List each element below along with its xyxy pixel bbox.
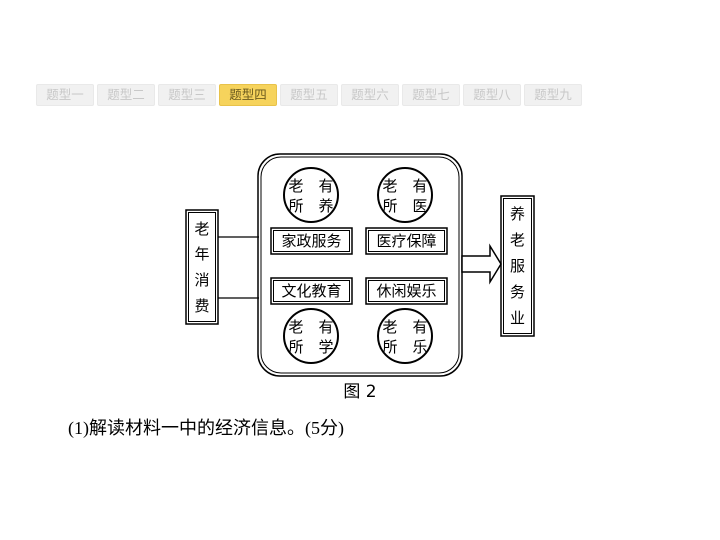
circle-elderly-medical-care: 老 有 所 医 xyxy=(377,167,433,223)
tab-type-9[interactable]: 题型九 xyxy=(524,84,582,106)
tab-type-3[interactable]: 题型三 xyxy=(158,84,216,106)
circle-top-text: 老 有 xyxy=(382,177,427,195)
right-box-elderly-care-industry: 养 老 服 务 业 xyxy=(500,195,535,337)
circle-elderly-cared-for: 老 有 所 养 xyxy=(283,167,339,223)
left-box-char: 老 xyxy=(194,220,209,238)
tab-type-7[interactable]: 题型七 xyxy=(402,84,460,106)
tab-type-5[interactable]: 题型五 xyxy=(280,84,338,106)
circle-top-text: 老 有 xyxy=(288,177,333,195)
box-culture-education: 文化教育 xyxy=(270,277,353,305)
box-label: 家政服务 xyxy=(281,232,341,250)
tab-type-1[interactable]: 题型一 xyxy=(36,84,94,106)
circle-bottom-text: 所 学 xyxy=(288,338,333,356)
box-leisure-entertainment: 休闲娱乐 xyxy=(365,277,448,305)
tab-type-4[interactable]: 题型四 xyxy=(219,84,277,106)
circle-top-text: 老 有 xyxy=(382,318,427,336)
right-box-char: 务 xyxy=(510,283,525,301)
question-type-tabs: 题型一 题型二 题型三 题型四 题型五 题型六 题型七 题型八 题型九 xyxy=(36,84,582,106)
box-medical-security: 医疗保障 xyxy=(365,227,448,255)
box-label: 文化教育 xyxy=(281,282,341,300)
tab-type-6[interactable]: 题型六 xyxy=(341,84,399,106)
tab-type-8[interactable]: 题型八 xyxy=(463,84,521,106)
circle-bottom-text: 所 医 xyxy=(382,197,427,215)
circle-top-text: 老 有 xyxy=(288,318,333,336)
question-number: (1) xyxy=(68,418,89,438)
hollow-arrow xyxy=(461,243,502,285)
box-label: 休闲娱乐 xyxy=(376,282,436,300)
question-score: (5分) xyxy=(305,418,344,438)
left-box-char: 费 xyxy=(194,297,209,315)
question-line: (1)解读材料一中的经济信息。(5分) xyxy=(68,414,344,440)
question-text: 解读材料一中的经济信息。 xyxy=(89,418,305,439)
tab-type-2[interactable]: 题型二 xyxy=(97,84,155,106)
circle-elderly-learning: 老 有 所 学 xyxy=(283,308,339,364)
left-box-char: 年 xyxy=(194,245,209,263)
box-label: 医疗保障 xyxy=(376,232,436,250)
right-box-char: 老 xyxy=(510,231,525,249)
left-box-char: 消 xyxy=(194,271,209,289)
right-box-char: 养 xyxy=(510,205,525,223)
circle-bottom-text: 所 乐 xyxy=(382,338,427,356)
box-domestic-service: 家政服务 xyxy=(270,227,353,255)
right-box-char: 服 xyxy=(510,257,525,275)
circle-elderly-enjoyment: 老 有 所 乐 xyxy=(377,308,433,364)
right-box-char: 业 xyxy=(510,309,525,327)
circle-bottom-text: 所 养 xyxy=(288,197,333,215)
figure-caption: 图 2 xyxy=(343,382,376,402)
left-box-elderly-consumption: 老 年 消 费 xyxy=(185,209,219,325)
